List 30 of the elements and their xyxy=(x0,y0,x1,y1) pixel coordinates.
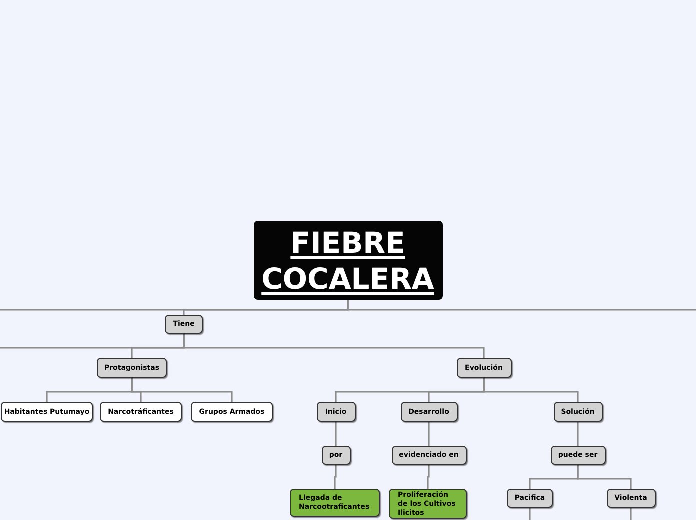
topic-box xyxy=(606,489,656,508)
connector-line xyxy=(630,508,632,520)
title-box xyxy=(254,221,442,300)
connector-line xyxy=(0,334,185,349)
connector-line xyxy=(334,465,337,489)
topic-box xyxy=(1,402,93,422)
topic-box xyxy=(400,402,458,422)
topic-box xyxy=(550,446,606,465)
topic-box xyxy=(322,446,350,465)
connector-line xyxy=(577,465,632,489)
connector-line xyxy=(427,465,430,489)
topic-box xyxy=(392,446,466,465)
topic-box xyxy=(456,358,512,378)
topic-box xyxy=(290,489,380,517)
topic-box xyxy=(97,358,167,378)
connector-line xyxy=(577,422,579,446)
topic-box xyxy=(165,315,203,334)
connector-line xyxy=(529,508,531,520)
title-text: FIEBRE COCALERA xyxy=(260,224,436,296)
topic-box xyxy=(191,402,273,422)
topic-box xyxy=(554,402,602,422)
connector-line xyxy=(131,378,233,402)
topic-box xyxy=(316,402,356,422)
connector-line xyxy=(428,422,430,446)
topic-box xyxy=(507,489,553,508)
connector-line xyxy=(483,378,579,402)
topic-box xyxy=(389,489,467,519)
connector-line xyxy=(347,300,696,311)
topic-box xyxy=(100,402,182,422)
connector-line xyxy=(335,422,337,446)
